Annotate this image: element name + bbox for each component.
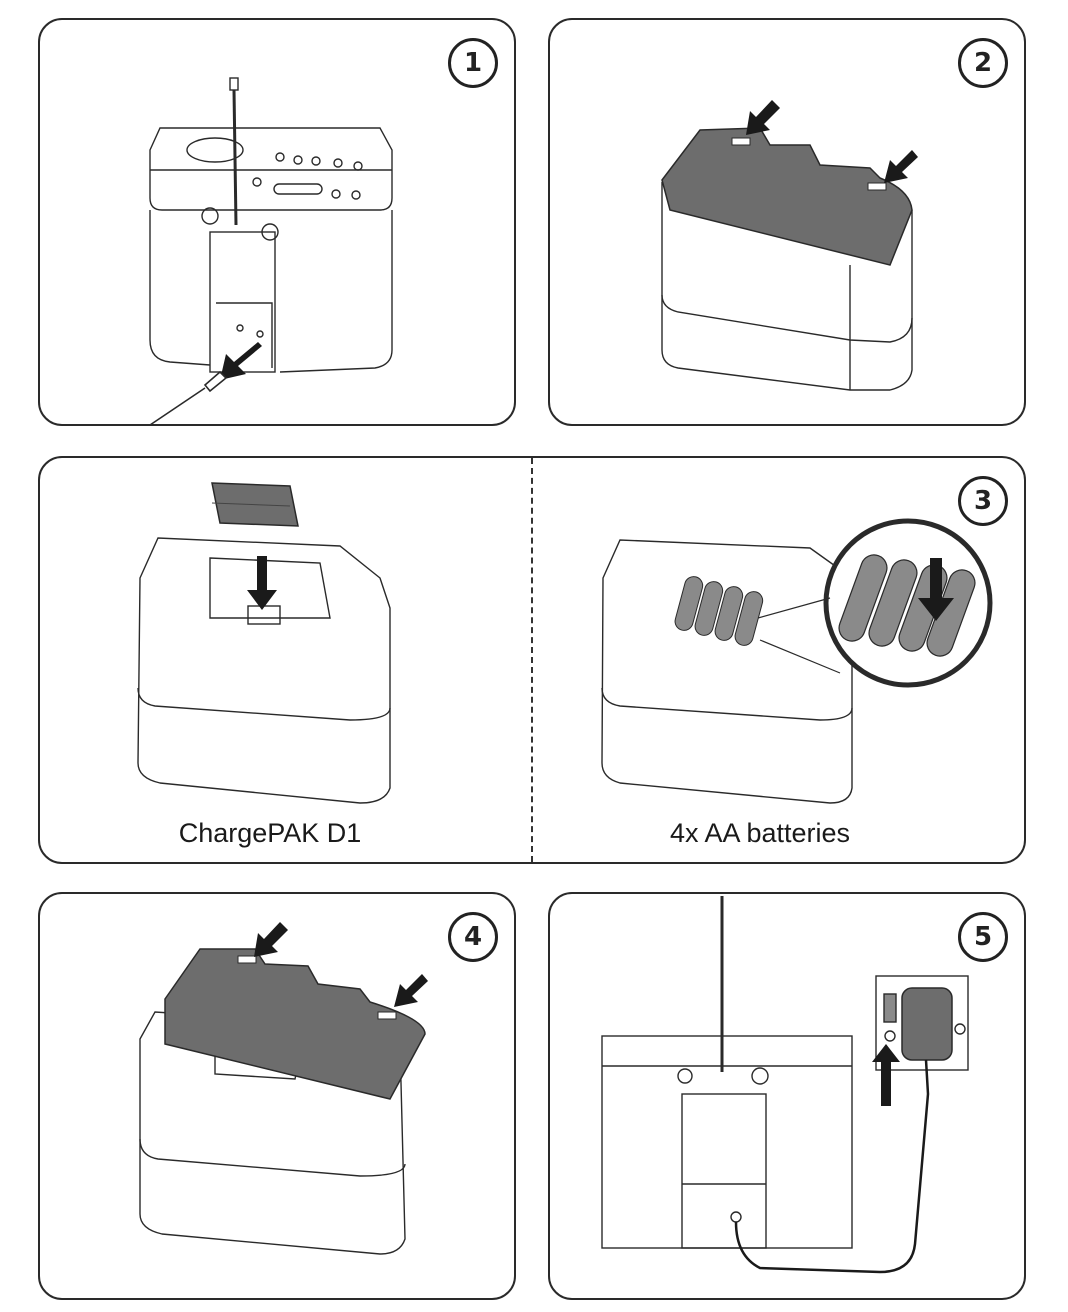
options-divider (531, 458, 533, 862)
power-connect-illustration (601, 896, 969, 1274)
step-number-badge: 3 (958, 476, 1008, 526)
unplug-arrow-icon (220, 342, 262, 380)
lid-replace-illustration (139, 922, 428, 1255)
aa-batteries-caption: 4x AA batteries (669, 818, 851, 848)
step-2-panel: 2 (548, 18, 1026, 426)
step-5-panel: 5 (548, 892, 1026, 1300)
step-number-badge: 4 (448, 912, 498, 962)
press-arrow-icon (746, 100, 918, 183)
aa-batteries-illustration (601, 518, 993, 804)
press-arrow-icon (254, 922, 428, 1007)
step-number-badge: 5 (958, 912, 1008, 962)
plug-in-arrow-icon (872, 1044, 900, 1106)
radio-unplug-illustration (149, 77, 393, 426)
chargepak-illustration (137, 482, 391, 804)
chargepak-caption: ChargePAK D1 (178, 818, 362, 848)
step-number-badge: 2 (958, 38, 1008, 88)
step-1-panel: 1 (38, 18, 516, 426)
step-number-badge: 1 (448, 38, 498, 88)
step-4-panel: 4 (38, 892, 516, 1300)
insert-arrow-icon (247, 556, 277, 610)
lid-remove-illustration (661, 100, 918, 391)
battery-options-illustration (137, 482, 993, 804)
